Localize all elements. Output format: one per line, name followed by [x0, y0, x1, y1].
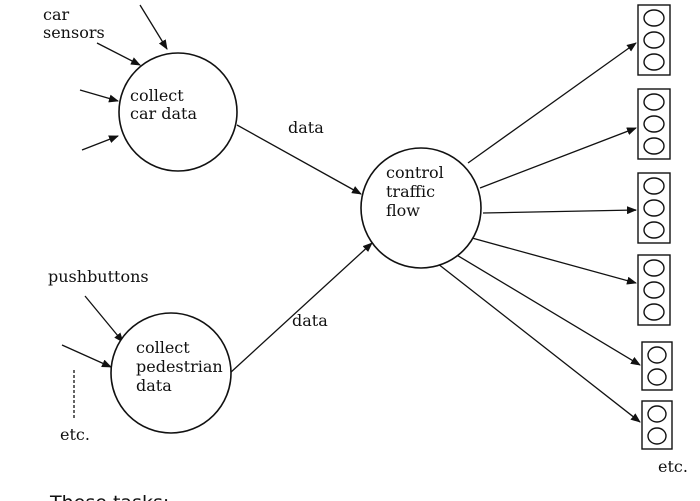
traffic-signal-icon — [637, 254, 671, 326]
etc-label-right: etc. — [658, 457, 688, 476]
car-sensors-label: car — [43, 5, 70, 24]
pushbutton-arrow — [84, 295, 124, 343]
pushbutton-arrow — [61, 344, 112, 368]
node-label: data — [136, 376, 172, 395]
node-control-traffic-flow — [360, 147, 482, 269]
car-sensors-label: sensors — [43, 23, 105, 42]
signal-arrow — [467, 42, 637, 164]
footer-caption: These tasks: — [49, 492, 169, 501]
etc-label-left: etc. — [60, 425, 90, 444]
node-collect-car-data — [118, 52, 238, 172]
node-label: collect — [130, 86, 184, 105]
traffic-signal-icon — [637, 4, 671, 76]
traffic-signal-icon — [637, 88, 671, 160]
node-collect-pedestrian-data — [110, 312, 232, 434]
node-label: car data — [130, 104, 197, 123]
node-label: flow — [386, 201, 420, 220]
sensor-arrow — [79, 89, 119, 103]
node-label: collect — [136, 338, 190, 357]
signal-arrow — [471, 237, 637, 285]
data-flow-top — [236, 124, 362, 195]
pedestrian-signal-icon — [641, 341, 673, 391]
node-label: control — [386, 163, 444, 182]
node-label: pedestrian — [136, 357, 223, 376]
signal-arrow — [482, 206, 637, 215]
sensor-arrow — [96, 42, 141, 66]
node-label: traffic — [386, 182, 435, 201]
sensor-arrow — [81, 135, 119, 151]
data-label-top: data — [288, 118, 324, 137]
data-flow-bottom — [229, 242, 373, 374]
traffic-signal-icon — [637, 172, 671, 244]
pushbuttons-label: pushbuttons — [48, 267, 149, 286]
pedestrian-signal-icon — [641, 400, 673, 450]
signal-arrow — [432, 259, 641, 423]
signal-arrow — [449, 250, 641, 366]
sensor-arrow — [139, 4, 168, 50]
signal-arrow — [479, 127, 637, 189]
data-label-bottom: data — [292, 311, 328, 330]
